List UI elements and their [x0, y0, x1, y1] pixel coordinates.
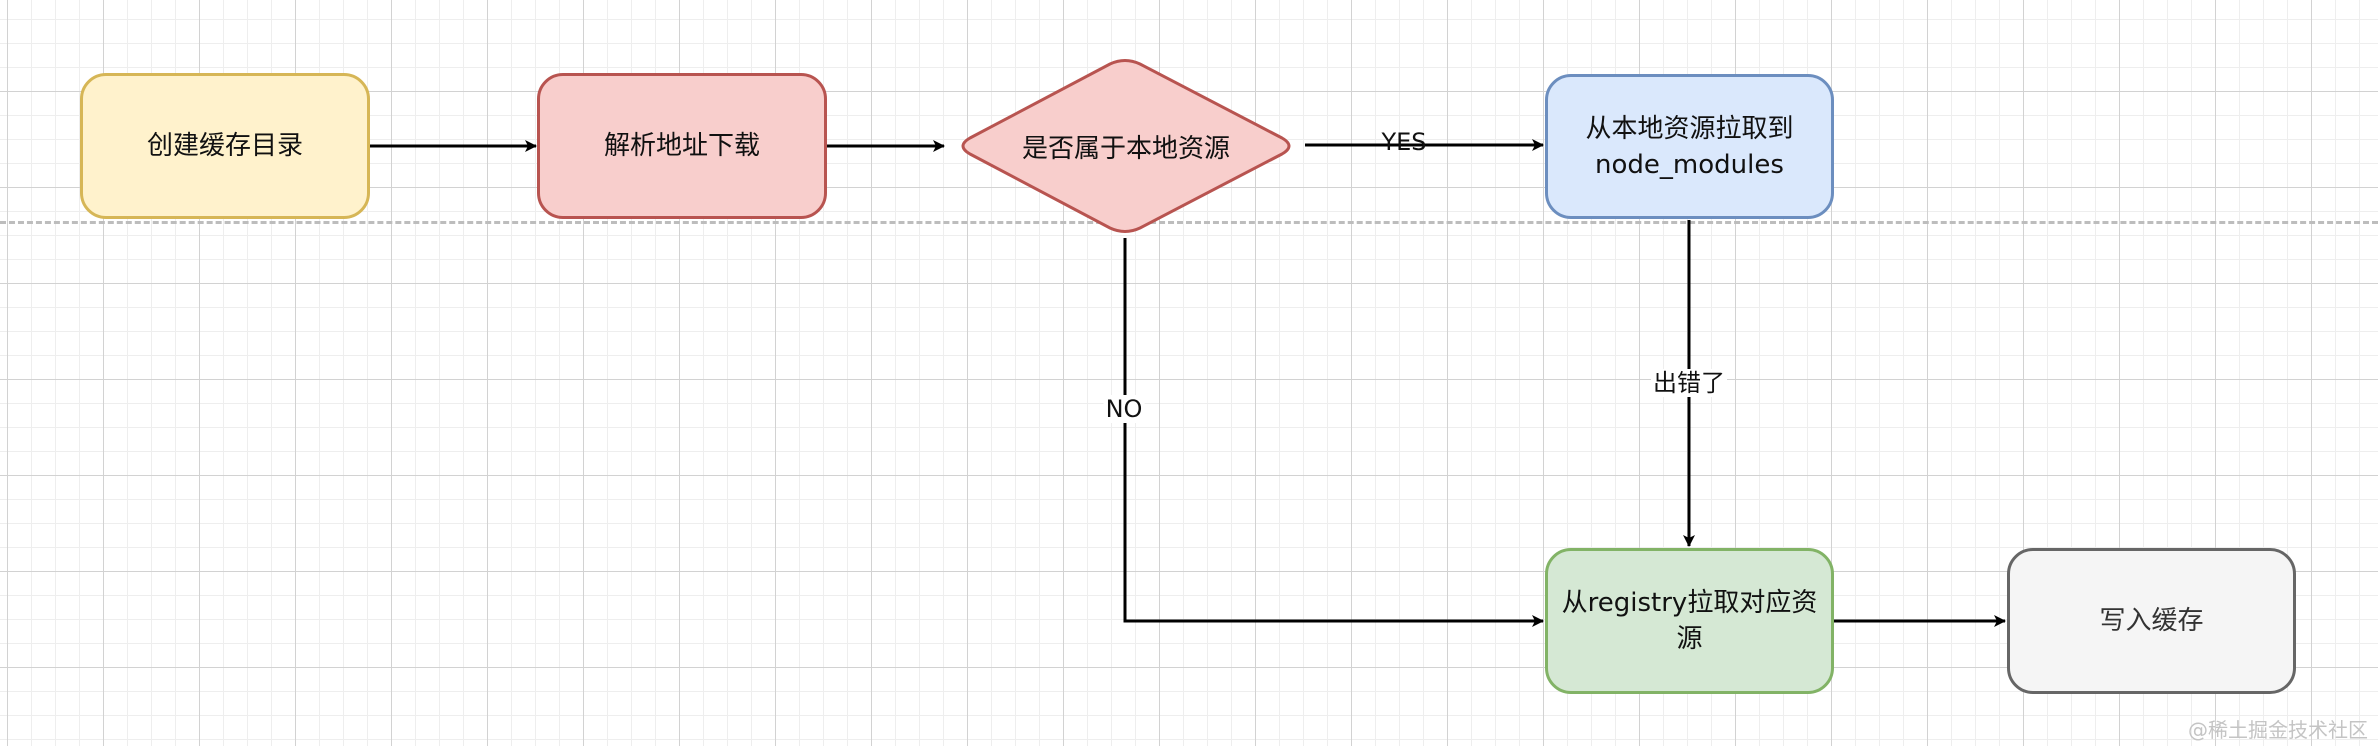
watermark: @稀土掘金技术社区	[2188, 718, 2368, 742]
node-label-line-2: node_modules	[1595, 149, 1784, 180]
decision-diamond-shape[interactable]	[961, 59, 1291, 233]
dashed-divider-line	[0, 221, 2378, 224]
node-pull-local-to-node-modules[interactable]: 从本地资源拉取到 node_modules	[1545, 74, 1834, 219]
node-label-line-2: 源	[1676, 624, 1703, 654]
edge-no-to-registry	[1123, 238, 1544, 627]
node-write-cache[interactable]: 写入缓存	[2007, 548, 2296, 694]
node-label-line-1: 从本地资源拉取到	[1585, 113, 1794, 144]
node-create-cache-dir[interactable]: 创建缓存目录	[80, 73, 370, 219]
node-label: 解析地址下载	[603, 131, 760, 161]
node-label: 创建缓存目录	[146, 131, 303, 161]
node-label: 写入缓存	[2099, 606, 2204, 636]
node-pull-from-registry[interactable]: 从registry拉取对应资 源	[1545, 548, 1834, 694]
node-parse-address-download[interactable]: 解析地址下载	[537, 73, 827, 219]
edge-label-error: 出错了	[1651, 369, 1727, 397]
edge-label-yes: YES	[1381, 128, 1427, 156]
edge-label-no: NO	[1103, 395, 1145, 423]
node-label-line-1: 从registry拉取对应资	[1561, 588, 1818, 618]
